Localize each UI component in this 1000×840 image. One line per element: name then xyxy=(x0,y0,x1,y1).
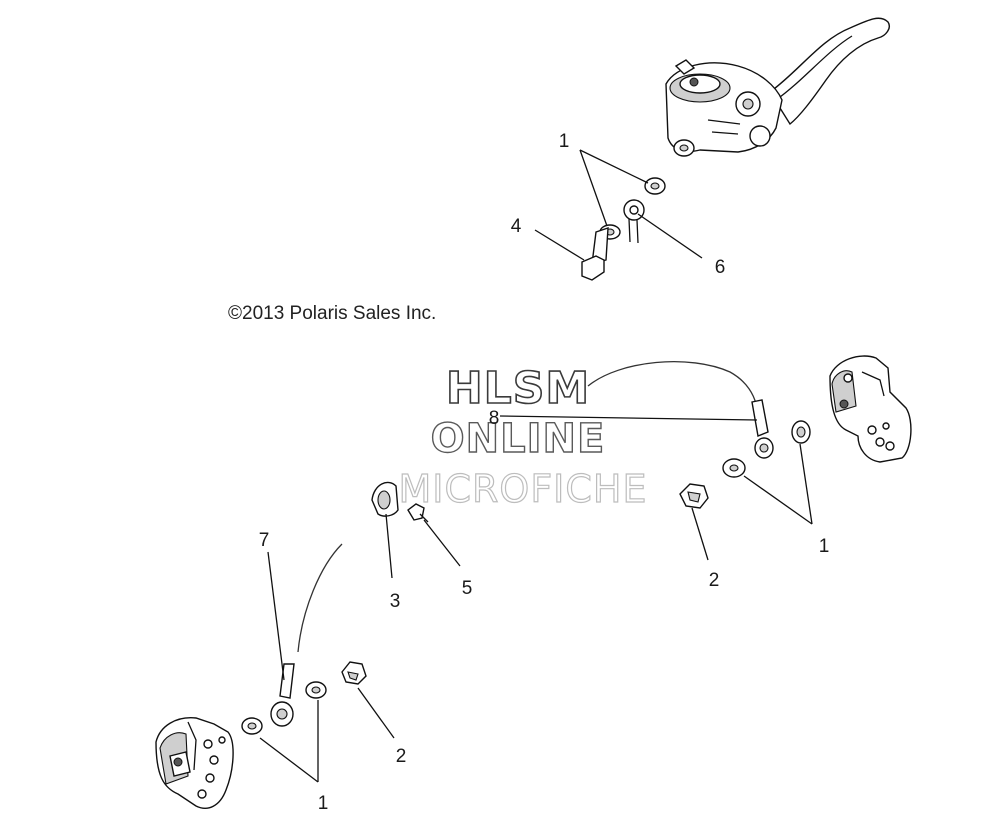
callout-clip: 3 xyxy=(390,591,401,612)
master-cylinder-assembly[interactable] xyxy=(665,17,890,157)
callout-right-washers: 1 xyxy=(819,536,830,557)
clip-screw[interactable] xyxy=(407,503,429,523)
callout-right-bolt: 2 xyxy=(709,570,720,591)
callout-hose-8: 8 xyxy=(489,408,500,429)
copyright-notice: ©2013 Polaris Sales Inc. xyxy=(228,303,436,324)
callout-screw: 5 xyxy=(462,578,473,599)
left-brake-hose[interactable] xyxy=(270,543,343,727)
right-banjo-bolt[interactable] xyxy=(679,483,709,509)
right-brake-hose[interactable] xyxy=(587,361,774,459)
left-brake-caliper[interactable] xyxy=(155,717,234,809)
callout-hose-7: 7 xyxy=(259,530,270,551)
top-banjo-bolt[interactable] xyxy=(581,227,609,281)
top-leaders xyxy=(534,149,703,261)
watermark-line2: ONLINE xyxy=(431,416,606,462)
callout-left-washers: 1 xyxy=(318,793,329,814)
leader-hose-7 xyxy=(267,551,285,681)
leader-hose-8 xyxy=(499,415,758,421)
left-banjo-bolt[interactable] xyxy=(341,661,367,685)
watermark-line3: MICROFICHE xyxy=(398,467,647,511)
callout-left-bolt: 2 xyxy=(396,746,407,767)
watermark-line1: HLSM xyxy=(446,363,590,414)
left-leaders xyxy=(259,687,395,783)
callout-top-washer: 1 xyxy=(559,131,570,152)
right-leaders xyxy=(691,443,813,561)
hose-clip[interactable] xyxy=(371,481,399,517)
right-brake-caliper[interactable] xyxy=(829,355,912,463)
top-banjo-parts xyxy=(581,177,666,281)
callout-top-fitting: 6 xyxy=(715,257,726,278)
watermark: HLSM ONLINE MICROFICHE xyxy=(398,362,647,511)
mid-leaders xyxy=(385,513,461,579)
callout-top-bolt: 4 xyxy=(511,216,522,237)
